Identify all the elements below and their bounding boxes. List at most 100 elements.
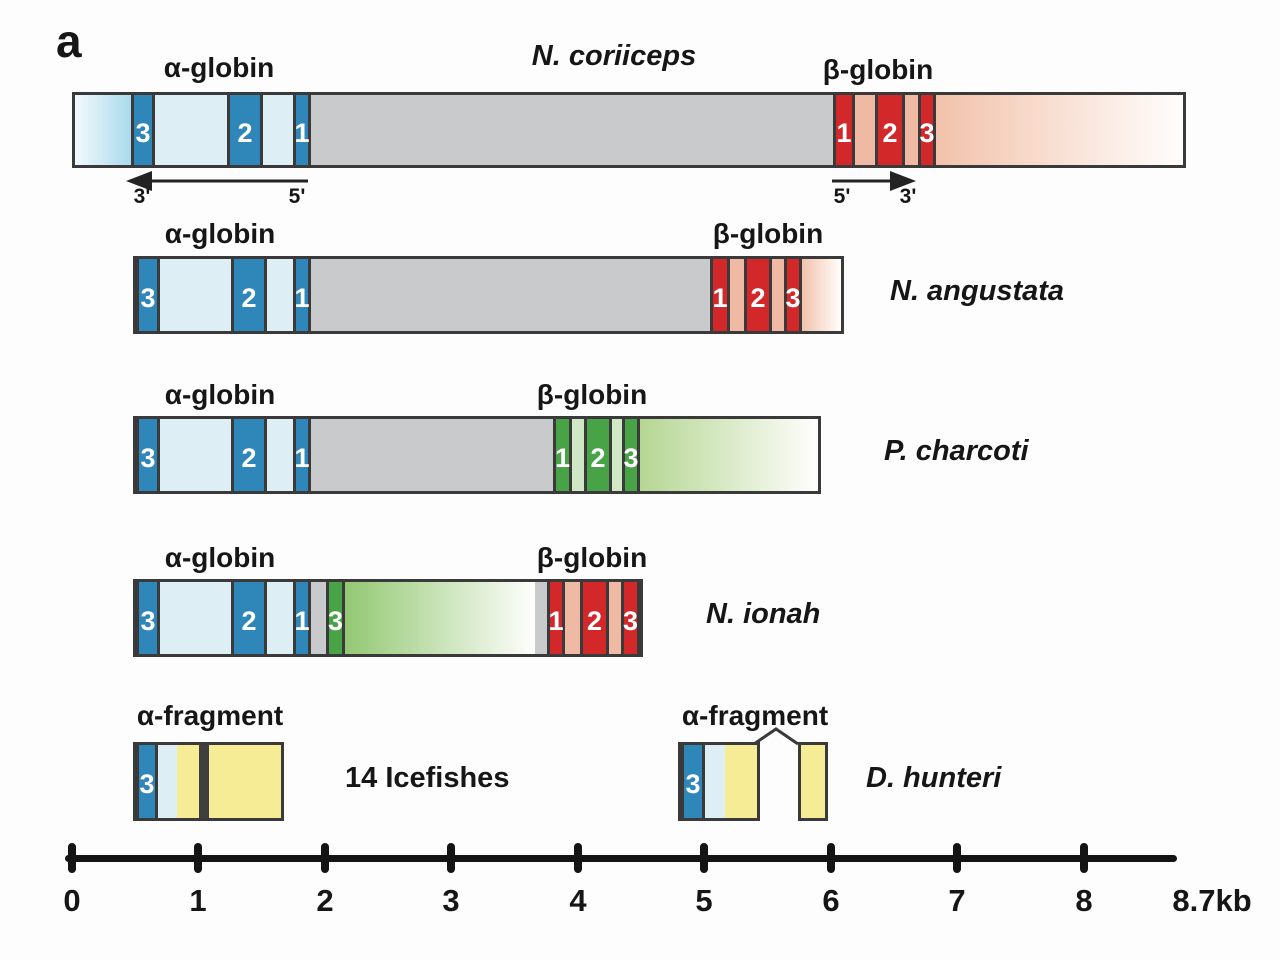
gene-map-icefishes-intron — [158, 745, 177, 818]
gene-map-angustata-exon-1: 1 — [293, 259, 311, 331]
alpha-fragment-label-icefishes: α-fragment — [136, 700, 284, 731]
gene-map-coriiceps-fade — [75, 95, 131, 165]
alpha-3prime-label: 3' — [133, 185, 151, 208]
scale-tick-label-2: 2 — [316, 883, 334, 918]
exon-number: 2 — [590, 442, 606, 473]
gene-map-coriiceps-intron — [905, 95, 918, 165]
beta-3prime-label: 3' — [899, 185, 917, 208]
gene-map-ionah-fade — [345, 582, 535, 654]
gene-map-charcoti-fade — [640, 419, 818, 491]
gene-map-ionah-exon-1: 1 — [293, 582, 311, 654]
gene-map-ionah-exon-2: 2 — [231, 582, 267, 654]
exon-number: 1 — [294, 117, 310, 148]
beta-globin-label-ionah: β-globin — [536, 542, 648, 573]
exon-number: 3 — [622, 605, 639, 636]
gene-map-charcoti-exon-3: 3 — [136, 419, 160, 491]
exon-number: 2 — [237, 117, 253, 148]
alpha-globin-label-coriiceps: α-globin — [163, 52, 275, 83]
exon-number: 3 — [140, 605, 156, 636]
beta-5prime-label: 5' — [833, 185, 851, 208]
gene-map-coriiceps-intron — [311, 95, 833, 165]
gene-map-angustata-intron — [772, 259, 784, 331]
gene-map-charcoti-intron — [267, 419, 293, 491]
gene-map-coriiceps-exon-1: 1 — [293, 95, 311, 165]
exon-number: 3 — [785, 282, 801, 313]
gene-map-ionah-intron — [609, 582, 621, 654]
scale-tick-3 — [447, 843, 455, 873]
gene-map-angustata-exon-3: 3 — [136, 259, 160, 331]
gene-map-icefishes-exon-3: 3 — [136, 745, 158, 818]
alpha-globin-label-angustata: α-globin — [164, 218, 276, 249]
scale-tick-7 — [953, 843, 961, 873]
gene-map-icefishes-intron — [177, 745, 199, 818]
gene-map-icefishes: 3 — [133, 742, 284, 821]
scale-tick-label-3: 3 — [442, 883, 460, 918]
exon-number: 1 — [294, 282, 310, 313]
gene-map-charcoti-exon-3: 3 — [622, 419, 640, 491]
gene-map-ionah-exon-2: 2 — [580, 582, 609, 654]
gene-map-coriiceps-intron — [263, 95, 293, 165]
scale-tick-label-5: 5 — [695, 883, 713, 918]
gene-map-hunteri-left-intron — [705, 745, 725, 818]
exon-number: 2 — [241, 282, 257, 313]
icefishes-label: 14 Icefishes — [345, 762, 510, 794]
gene-map-angustata-intron — [267, 259, 293, 331]
scale-end-label: 8.7kb — [1172, 883, 1252, 918]
exon-number: 3 — [135, 117, 151, 148]
gene-map-angustata-exon-2: 2 — [231, 259, 267, 331]
gene-map-angustata-exon-3: 3 — [784, 259, 802, 331]
exon-number: 3 — [685, 769, 701, 799]
species-label-hunteri: D. hunteri — [866, 762, 1002, 794]
exon-number: 2 — [586, 605, 603, 636]
exon-number: 1 — [836, 117, 852, 148]
gene-map-angustata-intron — [311, 259, 710, 331]
scale-tick-8 — [1080, 843, 1088, 873]
scale-tick-6 — [827, 843, 835, 873]
beta-globin-label-charcoti: β-globin — [536, 379, 648, 410]
gene-map-charcoti-intron — [572, 419, 584, 491]
gene-map-angustata-fade — [802, 259, 841, 331]
scale-tick-label-4: 4 — [569, 883, 587, 918]
alpha-5prime-label: 5' — [288, 185, 306, 208]
gene-map-ionah-intron — [267, 582, 293, 654]
gene-map-coriiceps-exon-3: 3 — [131, 95, 155, 165]
exon-number: 2 — [882, 117, 898, 148]
gene-map-ionah-exon-1: 1 — [547, 582, 565, 654]
species-label-ionah: N. ionah — [706, 598, 821, 630]
alpha-globin-label-charcoti: α-globin — [164, 379, 276, 410]
gene-map-ionah-intron — [160, 582, 231, 654]
gene-map-charcoti-intron — [311, 419, 553, 491]
exon-number: 3 — [623, 442, 639, 473]
gene-map-charcoti-exon-1: 1 — [293, 419, 311, 491]
gene-map-charcoti-intron — [612, 419, 622, 491]
scale-tick-0 — [68, 843, 76, 873]
gene-map-coriiceps-intron — [155, 95, 227, 165]
gene-map-ionah-intron — [311, 582, 326, 654]
gene-map-coriiceps-exon-2: 2 — [875, 95, 905, 165]
scale-tick-label-7: 7 — [948, 883, 966, 918]
gene-map-charcoti-intron — [160, 419, 231, 491]
exon-number: 1 — [294, 442, 310, 473]
exon-number: 3 — [139, 769, 155, 799]
gene-map-ionah-exon-3: 3 — [621, 582, 640, 654]
figure-title: N. coriiceps — [531, 40, 697, 72]
gene-map-hunteri-left: 3 — [678, 742, 760, 821]
gene-map-charcoti-exon-1: 1 — [553, 419, 572, 491]
gene-map-hunteri-right — [798, 742, 828, 821]
scale-tick-label-6: 6 — [822, 883, 840, 918]
exon-number: 1 — [712, 282, 728, 313]
alpha-fragment-label-hunteri: α-fragment — [681, 700, 829, 731]
beta-globin-label-angustata: β-globin — [712, 218, 824, 249]
gene-map-hunteri-right-intron — [801, 745, 825, 818]
species-label-angustata: N. angustata — [890, 275, 1065, 307]
gene-map-icefishes-intron — [199, 745, 209, 818]
gene-map-ionah-intron — [565, 582, 580, 654]
scale-tick-5 — [700, 843, 708, 873]
species-label-charcoti: P. charcoti — [884, 435, 1029, 467]
gene-map-ionah-exon-3: 3 — [136, 582, 160, 654]
